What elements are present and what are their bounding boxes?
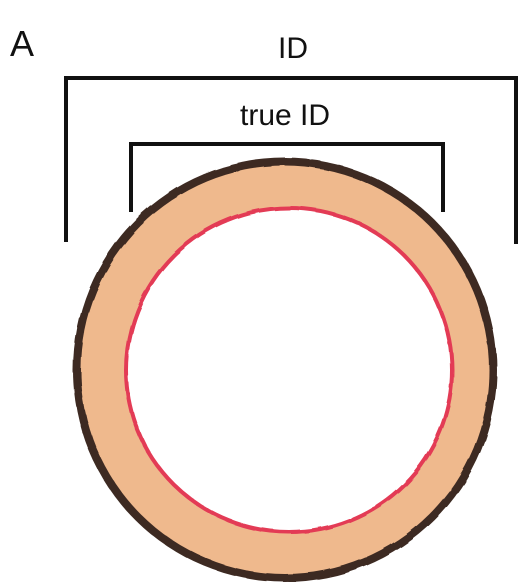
outer-id-label: ID	[278, 34, 308, 64]
panel-letter: A	[10, 26, 34, 62]
true-id-label: true ID	[240, 101, 330, 131]
lumen	[126, 208, 452, 532]
